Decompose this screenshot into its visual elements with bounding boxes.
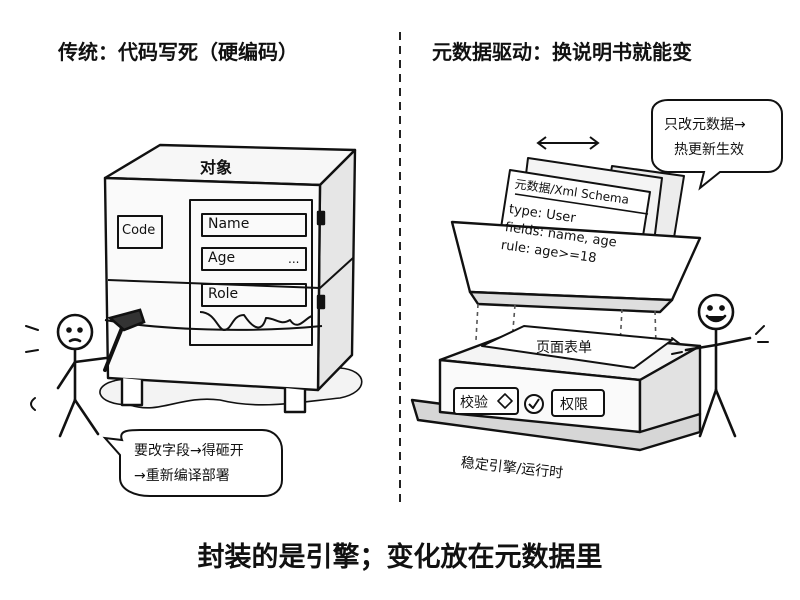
happy-figure: [671, 293, 769, 438]
field-label-name: Name: [208, 216, 250, 232]
field-box-age: [201, 247, 307, 271]
field-label-age: Age: [208, 250, 236, 266]
right-bubble-line-2: 热更新生效: [674, 142, 744, 158]
permission-button-box: [551, 389, 605, 417]
projection-lines: [475, 303, 657, 346]
left-bubble-line-2: →重新编译部署: [134, 468, 230, 484]
validate-button[interactable]: 校验: [460, 395, 488, 411]
check-icon-ring: [524, 394, 544, 414]
code-tag-box: [117, 215, 163, 249]
field-box-role: [201, 283, 307, 307]
swap-arrow: [536, 136, 600, 150]
worker-figure: [25, 308, 146, 438]
screen-label: 页面表单: [536, 340, 592, 356]
cabinet-label: 对象: [200, 158, 233, 177]
right-panel-title: 元数据驱动：换说明书就能变: [432, 40, 692, 64]
cabinet-foot: [283, 388, 307, 414]
code-tag-label: Code: [122, 223, 156, 238]
diamond-icon: [497, 393, 513, 409]
cabinet-seam: [107, 257, 354, 289]
validate-button-box: [453, 387, 519, 415]
hardcoded-cabinet: [99, 143, 363, 414]
cabinet-hinge: [316, 294, 326, 310]
cabinet-door: [189, 199, 313, 346]
field-label-role: Role: [208, 286, 239, 302]
metadata-tray: [450, 220, 702, 314]
check-icon: [528, 398, 540, 409]
permission-button[interactable]: 权限: [560, 397, 588, 413]
engine-screen: [481, 325, 673, 369]
cabinet-hinge: [316, 210, 326, 226]
engine-side: [638, 344, 702, 434]
right-bubble-line-1: 只改元数据→: [664, 117, 746, 133]
bottom-caption: 封装的是引擎；变化放在元数据里: [197, 542, 603, 573]
left-speech-bubble: [102, 429, 283, 497]
cabinet-foot: [120, 378, 144, 407]
cabinet-side: [316, 148, 357, 392]
left-bubble-line-1: 要改字段→得砸开: [134, 443, 244, 459]
hammer-head: [107, 308, 146, 332]
engine-machine: [410, 325, 702, 452]
right-speech-bubble: [651, 99, 783, 191]
left-panel-title: 传统：代码写死（硬编码）: [58, 40, 298, 64]
field-box-name: [201, 213, 307, 237]
field-ellipsis: ...: [288, 252, 300, 266]
